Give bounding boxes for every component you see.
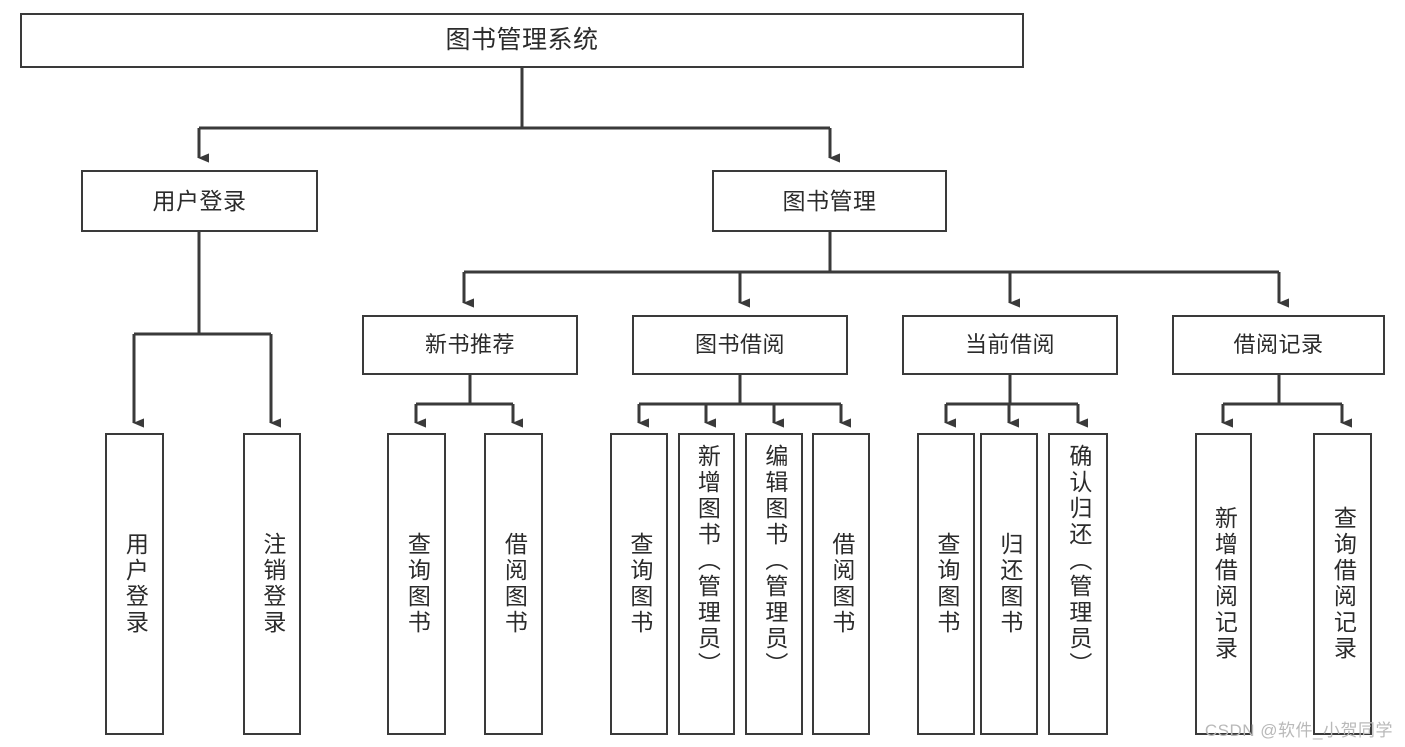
node-borrow-record-label: 借阅记录 — [1233, 332, 1324, 357]
leaf-label: 编辑图书（管理员） — [761, 444, 788, 678]
leaf-label: 注销登录 — [259, 532, 286, 636]
leaf-label: 查询图书 — [404, 532, 431, 636]
leaf-current-borrow-query[interactable]: 查询图书 — [917, 433, 975, 735]
node-current-borrow[interactable]: 当前借阅 — [902, 315, 1118, 375]
leaf-label: 查询借阅记录 — [1330, 506, 1357, 662]
node-root-label: 图书管理系统 — [445, 26, 599, 54]
leaf-borrow-record-add[interactable]: 新增借阅记录 — [1195, 433, 1252, 735]
node-user-login[interactable]: 用户登录 — [81, 170, 318, 232]
node-current-borrow-label: 当前借阅 — [964, 332, 1055, 357]
node-user-login-label: 用户登录 — [152, 187, 247, 214]
node-root[interactable]: 图书管理系统 — [20, 13, 1024, 68]
leaf-label: 归还图书 — [996, 532, 1023, 636]
leaf-label: 查询图书 — [933, 532, 960, 636]
node-borrow-record[interactable]: 借阅记录 — [1172, 315, 1385, 375]
leaf-label: 确认归还（管理员） — [1065, 444, 1092, 678]
leaf-label: 新增图书（管理员） — [694, 444, 721, 678]
leaf-borrow-record-query[interactable]: 查询借阅记录 — [1313, 433, 1372, 735]
leaf-current-borrow-return[interactable]: 归还图书 — [980, 433, 1038, 735]
leaf-label: 借阅图书 — [501, 532, 528, 636]
leaf-label: 新增借阅记录 — [1211, 506, 1238, 662]
leaf-label: 借阅图书 — [828, 532, 855, 636]
leaf-book-borrow-query[interactable]: 查询图书 — [610, 433, 668, 735]
node-book-borrow-label: 图书借阅 — [694, 332, 785, 357]
leaf-book-borrow-add[interactable]: 新增图书（管理员） — [678, 433, 735, 735]
leaf-book-borrow-edit[interactable]: 编辑图书（管理员） — [745, 433, 803, 735]
node-book-management-label: 图书管理 — [782, 187, 877, 214]
node-book-borrow[interactable]: 图书借阅 — [632, 315, 848, 375]
leaf-new-book-borrow[interactable]: 借阅图书 — [484, 433, 543, 735]
leaf-label: 查询图书 — [626, 532, 653, 636]
node-new-book-recommend[interactable]: 新书推荐 — [362, 315, 578, 375]
leaf-label: 用户登录 — [122, 532, 149, 636]
node-book-management[interactable]: 图书管理 — [712, 170, 947, 232]
leaf-book-borrow-borrow[interactable]: 借阅图书 — [812, 433, 870, 735]
leaf-user-login-logout[interactable]: 注销登录 — [243, 433, 301, 735]
node-new-book-recommend-label: 新书推荐 — [424, 332, 515, 357]
leaf-user-login-login[interactable]: 用户登录 — [105, 433, 164, 735]
leaf-new-book-query[interactable]: 查询图书 — [387, 433, 446, 735]
watermark: CSDN @软件_小贺同学 — [1204, 721, 1393, 740]
leaf-current-borrow-confirm[interactable]: 确认归还（管理员） — [1048, 433, 1108, 735]
